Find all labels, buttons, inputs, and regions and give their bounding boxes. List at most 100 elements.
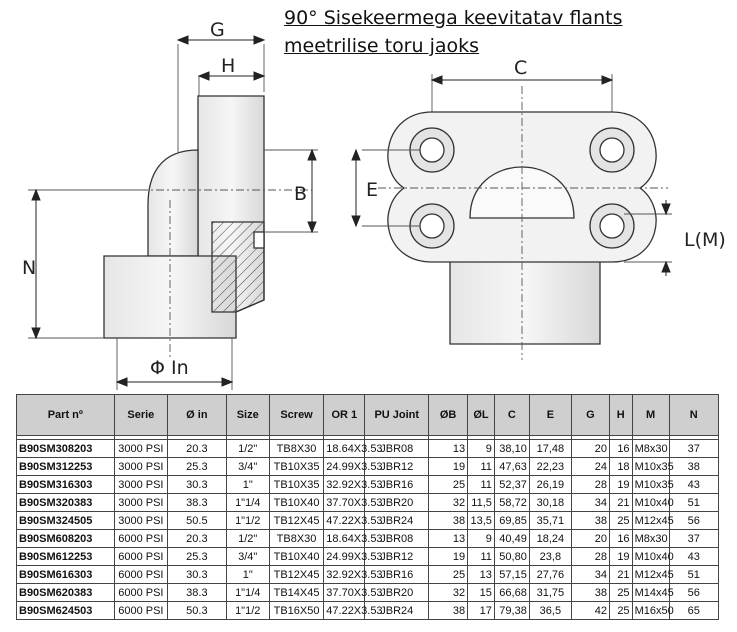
part-number-cell: B90SM324505 — [16, 511, 115, 530]
table-cell: 35,71 — [528, 511, 572, 530]
table-cell: 25.3 — [167, 547, 227, 566]
table-cell: 13 — [428, 529, 469, 548]
table-cell: TB14X45 — [268, 583, 325, 602]
table-cell: 42 — [570, 601, 610, 620]
table-cell: M10x40 — [631, 547, 674, 566]
table-cell: 36,5 — [528, 601, 572, 620]
table-cell: 58,72 — [493, 493, 530, 512]
side-view-dimensions — [31, 35, 317, 387]
front-view-dimensions — [351, 75, 671, 276]
table-cell: 25 — [608, 601, 633, 620]
table-cell: 34 — [570, 565, 610, 584]
table-cell: 19 — [428, 457, 469, 476]
table-cell: M10x40 — [631, 493, 674, 512]
page-title: 90° Sisekeermega keevitatav flants — [284, 7, 623, 29]
table-cell: 3/4" — [225, 457, 270, 476]
table-cell: TB16X50 — [268, 601, 325, 620]
table-cell: 43 — [668, 475, 720, 494]
column-header: ØL — [467, 394, 495, 436]
dim-label-b: B — [294, 183, 307, 205]
table-cell: 27,76 — [528, 565, 572, 584]
table-cell: 20 — [570, 529, 610, 548]
table-cell: 30.3 — [167, 475, 227, 494]
table-cell: 20.3 — [167, 439, 227, 458]
table-cell: 30,18 — [528, 493, 572, 512]
table-cell: 26,19 — [528, 475, 572, 494]
table-cell: 47.22X3.53 — [323, 511, 383, 530]
table-cell: 37 — [668, 439, 720, 458]
table-cell: JBR24 — [364, 511, 430, 530]
table-cell: 28 — [570, 547, 610, 566]
table-cell: 18 — [608, 457, 633, 476]
part-number-cell: B90SM320383 — [16, 493, 115, 512]
dim-label-n: N — [22, 257, 36, 279]
table-cell: 16 — [608, 529, 633, 548]
table-cell: TB10X35 — [268, 457, 325, 476]
table-cell: M14x45 — [631, 583, 674, 602]
table-cell: M10x35 — [631, 475, 674, 494]
table-cell: 25 — [428, 475, 469, 494]
table-cell: M16x50 — [631, 601, 674, 620]
table-cell: 11 — [467, 457, 495, 476]
table-cell: 38.3 — [167, 493, 227, 512]
table-cell: M8x30 — [631, 439, 670, 458]
table-cell: 22,23 — [528, 457, 572, 476]
part-number-cell: B90SM308203 — [16, 439, 115, 458]
table-cell: 20.3 — [167, 529, 227, 548]
part-number-cell: B90SM612253 — [16, 547, 115, 566]
table-cell: JBR20 — [364, 493, 430, 512]
table-cell: 18.64X3.53 — [323, 529, 383, 548]
dim-label-e: E — [366, 179, 378, 201]
table-cell: 79,38 — [493, 601, 530, 620]
column-header: ØB — [428, 394, 469, 436]
page-subtitle: meetrilise toru jaoks — [284, 35, 480, 57]
table-cell: 3000 PSI — [113, 439, 169, 458]
technical-drawing: G H B N Φ In C E L(M) — [22, 19, 726, 390]
table-cell: 19 — [608, 475, 633, 494]
table-cell: 13 — [428, 439, 469, 458]
column-header: OR 1 — [323, 394, 366, 436]
table-cell: 1" — [225, 565, 270, 584]
table-cell: 57,15 — [493, 565, 530, 584]
part-number-cell: B90SM312253 — [16, 457, 115, 476]
table-cell: TB10X35 — [268, 475, 325, 494]
dim-label-g: G — [210, 19, 225, 41]
table-cell: 3000 PSI — [113, 493, 169, 512]
table-cell: M10x35 — [631, 457, 674, 476]
table-cell: 6000 PSI — [113, 583, 169, 602]
table-cell: 31,75 — [528, 583, 572, 602]
column-header: M — [631, 394, 670, 436]
table-cell: 47.22X3.53 — [323, 601, 383, 620]
column-header: Size — [225, 394, 270, 436]
table-cell: 30.3 — [167, 565, 227, 584]
table-cell: 3000 PSI — [113, 457, 169, 476]
table-cell: 28 — [570, 475, 610, 494]
table-cell: 56 — [668, 583, 720, 602]
table-cell: 38 — [570, 511, 610, 530]
table-cell: 25 — [608, 511, 633, 530]
part-number-cell: B90SM624503 — [16, 601, 115, 620]
table-cell: 13 — [467, 565, 495, 584]
column-header: N — [668, 394, 720, 436]
table-cell: JBR08 — [364, 529, 430, 548]
table-cell: 65 — [668, 601, 720, 620]
table-cell: 19 — [608, 547, 633, 566]
table-cell: 51 — [668, 565, 720, 584]
table-cell: 21 — [608, 493, 633, 512]
table-cell: 9 — [467, 529, 495, 548]
table-cell: 6000 PSI — [113, 547, 169, 566]
table-cell: 40,49 — [493, 529, 530, 548]
table-cell: 1"1/2 — [225, 601, 270, 620]
table-cell: M12x45 — [631, 565, 674, 584]
table-cell: 38 — [668, 457, 720, 476]
table-cell: 13,5 — [467, 511, 495, 530]
